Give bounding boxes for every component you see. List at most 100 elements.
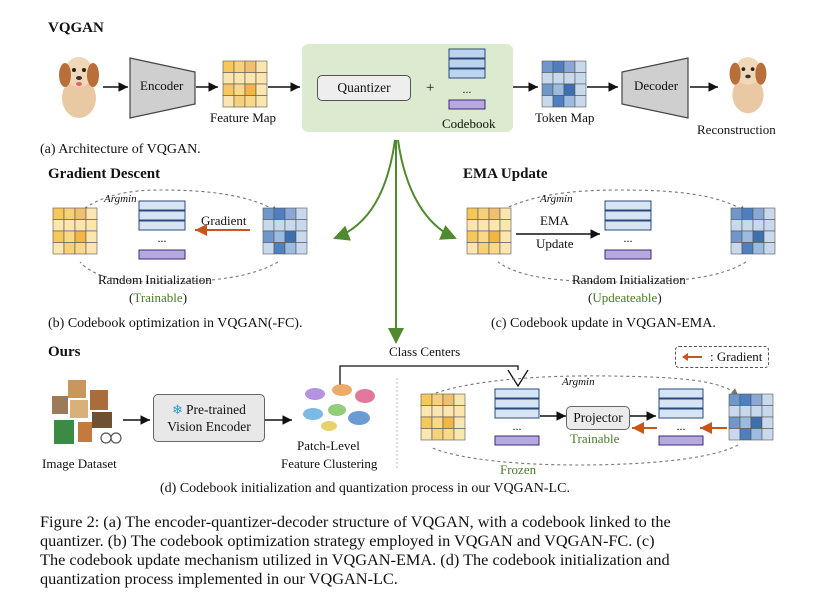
grid-cell [442,393,455,406]
grid-cell [63,242,76,255]
grid-cell [74,242,87,255]
grid-cell [763,207,776,220]
grid-cell [477,242,490,255]
updateable-status: (Updeateable) [588,290,662,305]
update-label: Update [536,236,574,251]
plus-sign: + [426,80,435,96]
animal-collage [52,380,122,444]
gradient-label: Gradient [201,213,247,228]
grid-cell [233,95,246,108]
grid-cell [563,95,576,108]
cluster-line2: Feature Clustering [281,456,378,471]
grid-cell [466,207,479,220]
trainable-status: (Trainable) [129,290,188,305]
feature-map-grid-c [466,207,512,255]
grid-cell [752,207,765,220]
argmin-label-c: Argmin [540,193,573,205]
grid-cell [739,428,752,441]
svg-text:...: ... [158,231,167,245]
argmin-label-d: Argmin [562,376,595,388]
grid-cell [442,405,455,418]
projected-codebook-stack: ... [658,388,704,446]
class-centers-label: Class Centers [389,344,461,359]
grid-cell [488,230,501,243]
figure-caption: Figure 2: (a) The encoder-quantizer-deco… [40,512,800,588]
panel-b-title: Gradient Descent [48,166,161,182]
grid-cell [442,416,455,429]
grid-cell [499,207,512,220]
grid-cell [233,83,246,96]
grid-cell [453,428,466,441]
snowflake-icon: ❄ [172,402,183,417]
grid-cell [739,393,752,406]
grid-cell [552,83,565,96]
caption-line-3: The codebook update mechanism utilized i… [40,550,670,569]
codebook-label: Codebook [442,116,496,131]
grid-cell [233,60,246,73]
grid-cell [741,230,754,243]
grid-cell [752,230,765,243]
grid-cell [85,242,98,255]
grid-cell [466,242,479,255]
grid-cell [477,219,490,232]
grid-cell [499,219,512,232]
cluster-line1: Patch-Level [297,438,360,453]
grid-cell [244,72,257,85]
frozen-codebook-stack: ... [494,388,540,446]
ema-label: EMA [540,213,569,228]
grid-cell [222,72,235,85]
grid-cell [273,207,286,220]
encoder-shape [129,57,196,119]
grid-cell [273,219,286,232]
projector-box: Projector [566,406,630,430]
grid-cell [730,242,743,255]
grid-cell [739,405,752,418]
grid-cell [431,405,444,418]
grid-cell [752,242,765,255]
grid-cell [74,230,87,243]
grid-cell [222,95,235,108]
grid-cell [273,242,286,255]
grid-cell [222,60,235,73]
grid-cell [541,83,554,96]
codebook-stack-b: ... [138,200,186,260]
grid-cell [262,219,275,232]
grid-cell [499,230,512,243]
grid-cell [431,393,444,406]
grid-cell [262,230,275,243]
grid-cell [741,242,754,255]
grid-cell [85,230,98,243]
grid-cell [761,416,774,429]
random-init-label-c: Random Initialization [572,272,686,287]
grid-cell [420,405,433,418]
encoder-label: Encoder [140,78,184,93]
encoder-line1: Pre-trained [185,402,246,417]
grid-cell [763,242,776,255]
grid-cell [763,230,776,243]
caption-line-4: quantization process implemented in our … [40,569,398,588]
grid-cell [466,219,479,232]
grid-cell [284,242,297,255]
grid-cell [244,60,257,73]
grid-cell [244,95,257,108]
feature-map-grid-b [52,207,98,255]
grid-cell [488,219,501,232]
grid-cell [295,230,308,243]
grid-cell [728,416,741,429]
decoder-shape [621,57,689,119]
caption-line-2: quantizer. (b) The codebook optimization… [40,531,655,550]
svg-text:...: ... [624,231,633,245]
reconstructed-dog-image [729,57,767,114]
grid-cell [728,428,741,441]
grid-cell [563,72,576,85]
grid-cell [453,416,466,429]
grid-cell [442,428,455,441]
feature-map-label: Feature Map [210,110,277,125]
grid-cell [763,219,776,232]
grid-cell [574,60,587,73]
grid-cell [74,207,87,220]
grid-cell [499,242,512,255]
grid-cell [730,219,743,232]
grid-cell [273,230,286,243]
grid-cell [488,207,501,220]
